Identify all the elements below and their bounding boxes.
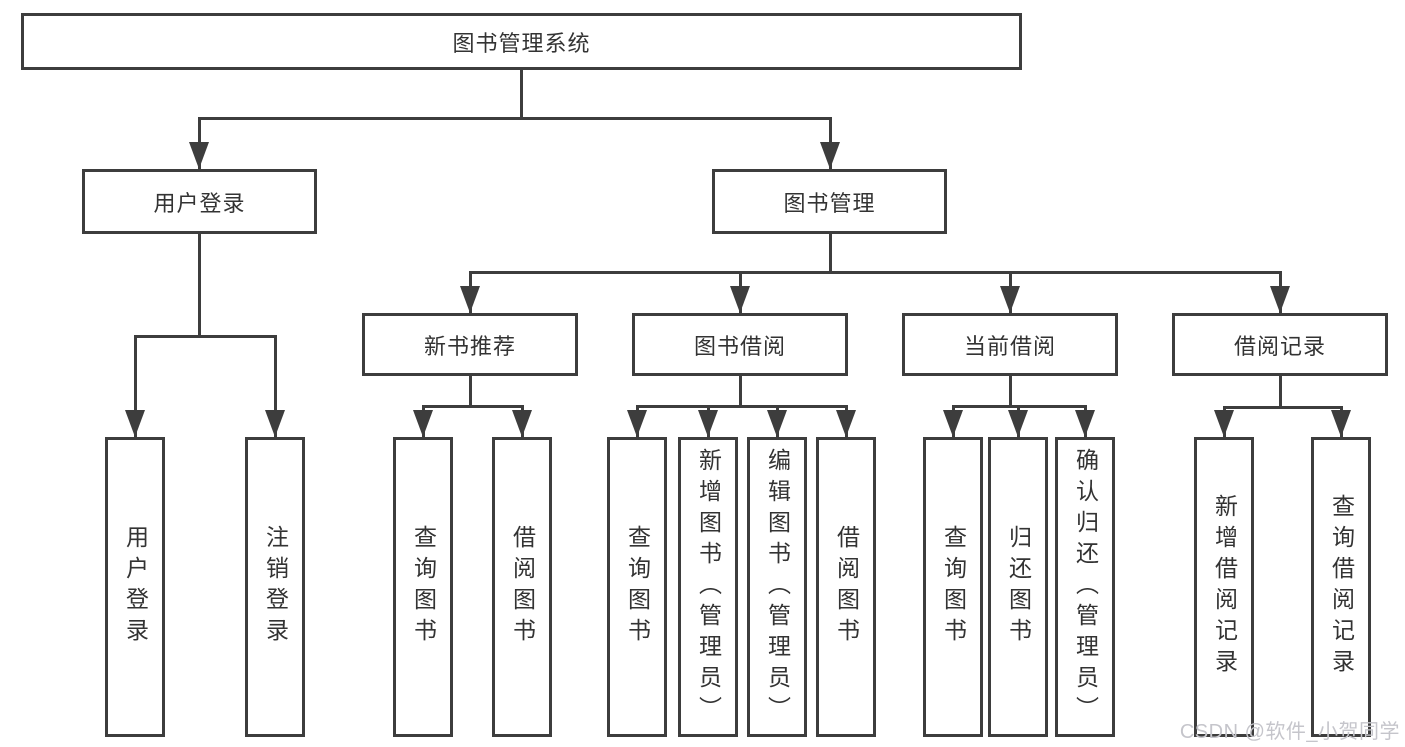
- arrowhead-down: [1000, 286, 1020, 313]
- arrowhead-down: [1075, 410, 1095, 437]
- leaf-confirm-return-admin: 确认归还（管理员）: [1055, 437, 1115, 737]
- arrowhead-down: [189, 142, 209, 169]
- connector-line: [829, 234, 832, 272]
- leaf-confirm-return-admin-label: 确认归还（管理员）: [1072, 447, 1099, 727]
- arrowhead-down: [413, 410, 433, 437]
- connector-line: [739, 376, 742, 407]
- node-book-borrow: 图书借阅: [632, 313, 848, 376]
- node-user-login-label: 用户登录: [153, 190, 246, 216]
- node-current-borrow-label: 当前借阅: [963, 333, 1056, 359]
- connector-line: [1223, 406, 1343, 409]
- node-borrow-records-label: 借阅记录: [1233, 333, 1326, 359]
- leaf-query-books-1: 查询图书: [393, 437, 453, 737]
- leaf-borrow-books-2: 借阅图书: [816, 437, 876, 737]
- leaf-borrow-books-2-label: 借阅图书: [833, 525, 860, 649]
- connector-line: [134, 335, 277, 338]
- connector-line: [274, 335, 277, 437]
- node-new-book-recommend-label: 新书推荐: [423, 333, 516, 359]
- arrowhead-down: [1214, 410, 1234, 437]
- leaf-edit-book-admin-label: 编辑图书（管理员）: [764, 447, 791, 727]
- connector-line: [134, 335, 137, 437]
- arrowhead-down: [820, 142, 840, 169]
- leaf-add-book-admin-label: 新增图书（管理员）: [695, 447, 722, 727]
- arrowhead-down: [512, 410, 532, 437]
- arrowhead-down: [1331, 410, 1351, 437]
- connector-line: [422, 405, 524, 408]
- connector-line: [1279, 376, 1282, 408]
- arrowhead-down: [460, 286, 480, 313]
- node-book-borrow-label: 图书借阅: [693, 333, 786, 359]
- arrowhead-down: [730, 286, 750, 313]
- node-book-management-label: 图书管理: [783, 190, 876, 216]
- leaf-borrow-books-1-label: 借阅图书: [509, 525, 536, 649]
- connector-line: [469, 271, 1282, 274]
- csdn-watermark: CSDN @软件_小贺同学: [1179, 721, 1400, 743]
- node-root-label: 图书管理系统: [452, 30, 591, 56]
- node-new-book-recommend: 新书推荐: [362, 313, 578, 376]
- leaf-query-books-2: 查询图书: [607, 437, 667, 737]
- leaf-logout: 注销登录: [245, 437, 305, 737]
- leaf-user-login: 用户登录: [105, 437, 165, 737]
- leaf-logout-label: 注销登录: [262, 525, 289, 649]
- connector-line: [636, 405, 848, 408]
- arrowhead-down: [1270, 286, 1290, 313]
- leaf-query-borrow-record-label: 查询借阅记录: [1328, 494, 1355, 680]
- arrowhead-down: [627, 410, 647, 437]
- leaf-query-books-2-label: 查询图书: [624, 525, 651, 649]
- leaf-edit-book-admin: 编辑图书（管理员）: [747, 437, 807, 737]
- leaf-query-books-3: 查询图书: [923, 437, 983, 737]
- node-current-borrow: 当前借阅: [902, 313, 1118, 376]
- arrowhead-down: [836, 410, 856, 437]
- connector-line: [198, 117, 831, 120]
- leaf-borrow-books-1: 借阅图书: [492, 437, 552, 737]
- connector-line: [1009, 376, 1012, 407]
- connector-line: [198, 234, 201, 337]
- leaf-add-borrow-record: 新增借阅记录: [1194, 437, 1254, 737]
- leaf-return-books: 归还图书: [988, 437, 1048, 737]
- node-user-login: 用户登录: [82, 169, 317, 234]
- leaf-query-books-1-label: 查询图书: [410, 525, 437, 649]
- leaf-add-book-admin: 新增图书（管理员）: [678, 437, 738, 737]
- leaf-query-books-3-label: 查询图书: [940, 525, 967, 649]
- node-borrow-records: 借阅记录: [1172, 313, 1388, 376]
- node-book-management: 图书管理: [712, 169, 947, 234]
- arrowhead-down: [698, 410, 718, 437]
- arrowhead-down: [1008, 410, 1028, 437]
- arrowhead-down: [943, 410, 963, 437]
- connector-line: [520, 68, 523, 120]
- leaf-return-books-label: 归还图书: [1005, 525, 1032, 649]
- leaf-query-borrow-record: 查询借阅记录: [1311, 437, 1371, 737]
- leaf-add-borrow-record-label: 新增借阅记录: [1211, 494, 1238, 680]
- arrowhead-down: [125, 410, 145, 437]
- arrowhead-down: [767, 410, 787, 437]
- node-root: 图书管理系统: [21, 13, 1022, 70]
- leaf-user-login-label: 用户登录: [122, 525, 149, 649]
- arrowhead-down: [265, 410, 285, 437]
- connector-line: [469, 376, 472, 407]
